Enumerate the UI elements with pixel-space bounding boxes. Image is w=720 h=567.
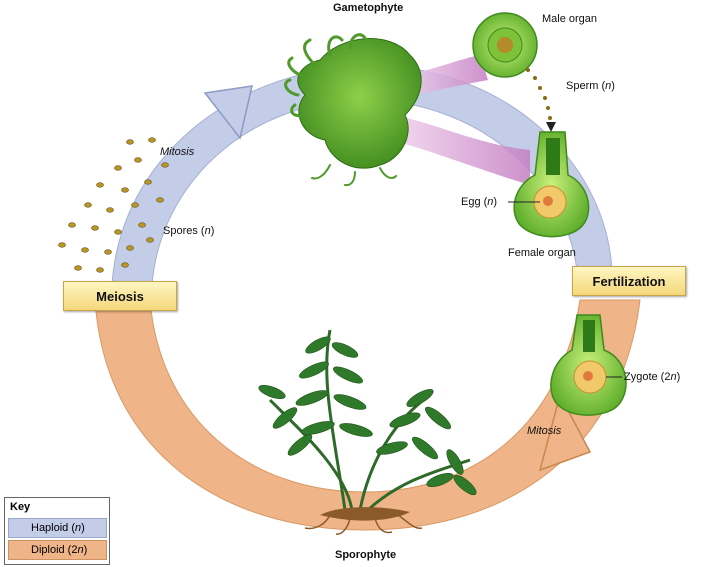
mitosis-bottom-label: Mitosis bbox=[527, 425, 562, 437]
meiosis-box: Meiosis bbox=[63, 281, 177, 311]
sperm-dots bbox=[526, 68, 552, 120]
sperm-arrow bbox=[546, 122, 556, 132]
male-organ-illustration bbox=[472, 12, 538, 78]
sporophyte-label: Sporophyte bbox=[335, 549, 397, 561]
fertilization-box: Fertilization bbox=[572, 266, 686, 296]
gametophyte-label: Gametophyte bbox=[333, 2, 404, 14]
connector-male bbox=[400, 55, 488, 98]
sperm-label: Sperm (n) bbox=[566, 80, 615, 92]
key-title: Key bbox=[10, 501, 31, 513]
zygote-illustration bbox=[550, 314, 627, 416]
zygote-label: Zygote (2n) bbox=[624, 371, 681, 383]
spores-label: Spores (n) bbox=[163, 225, 215, 237]
connector-female bbox=[390, 115, 530, 185]
key-diploid: Diploid (2n) bbox=[8, 540, 107, 560]
gametophyte-illustration bbox=[284, 33, 422, 187]
key-haploid: Haploid (n) bbox=[8, 518, 107, 538]
female-organ-label: Female organ bbox=[508, 247, 576, 259]
diploid-arrow bbox=[538, 392, 592, 472]
key-legend: Key Haploid (n) Diploid (2n) bbox=[4, 497, 110, 565]
haploid-arrow bbox=[203, 85, 253, 140]
egg-label: Egg (n) bbox=[461, 196, 498, 208]
sporophyte-illustration bbox=[258, 329, 477, 535]
spores-illustration bbox=[58, 137, 169, 273]
female-organ-illustration bbox=[508, 131, 590, 238]
mitosis-top-label: Mitosis bbox=[160, 146, 195, 158]
male-organ-label: Male organ bbox=[542, 13, 598, 25]
diploid-ring bbox=[94, 299, 641, 531]
